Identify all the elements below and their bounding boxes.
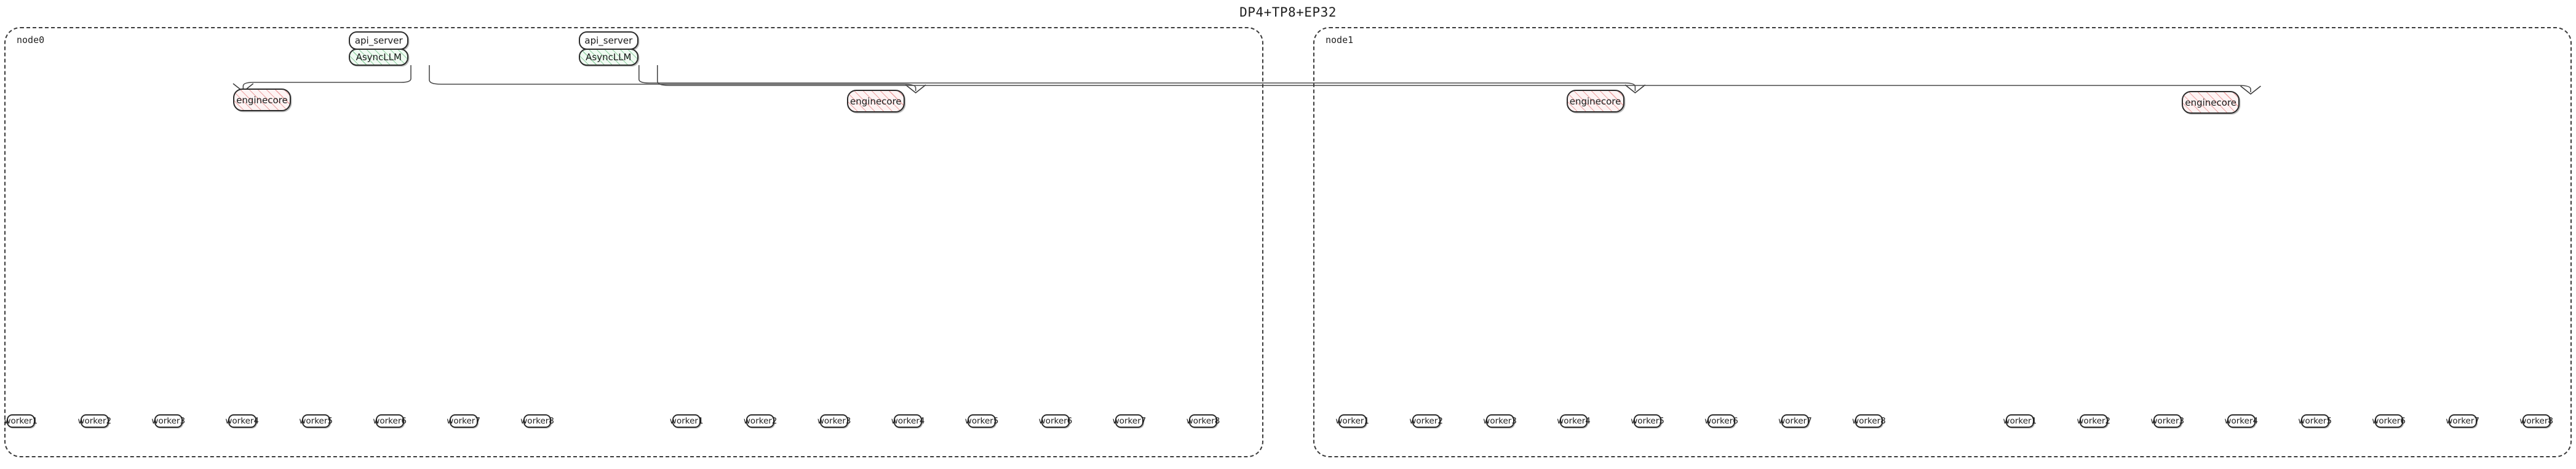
worker-box[interactable]: worker1 [670, 414, 704, 428]
enginecore-box-n0-2[interactable]: enginecore [846, 90, 905, 112]
worker-box[interactable]: worker4 [2224, 414, 2258, 428]
enginecore-box-n1-1[interactable]: enginecore [1566, 90, 1624, 112]
worker-box[interactable]: worker8 [1187, 414, 1220, 428]
enginecore-box-n0-1[interactable]: enginecore [233, 89, 291, 111]
worker-box[interactable]: worker2 [78, 414, 111, 428]
worker-box[interactable]: worker6 [2372, 414, 2406, 428]
worker-box[interactable]: worker2 [1409, 414, 1443, 428]
asyncllm-box-n0-2[interactable]: AsyncLLM [578, 49, 638, 66]
worker-box[interactable]: worker3 [817, 414, 851, 428]
worker-box[interactable]: worker5 [965, 414, 998, 428]
worker-box[interactable]: worker5 [299, 414, 333, 428]
worker-box[interactable]: worker3 [151, 414, 185, 428]
worker-box[interactable]: worker2 [744, 414, 777, 428]
worker-box[interactable]: worker6 [373, 414, 407, 428]
node-label-node0: node0 [17, 34, 45, 45]
worker-box[interactable]: worker8 [2519, 414, 2553, 428]
worker-box[interactable]: worker7 [2446, 414, 2479, 428]
worker-box[interactable]: worker4 [1557, 414, 1591, 428]
worker-box[interactable]: worker4 [225, 414, 259, 428]
node-container-node1: node1 [1313, 27, 2572, 457]
worker-box[interactable]: worker6 [1039, 414, 1072, 428]
worker-box[interactable]: worker8 [1852, 414, 1886, 428]
page-title: DP4+TP8+EP32 [1239, 5, 1337, 20]
node-label-node1: node1 [1326, 34, 1354, 45]
worker-box[interactable]: worker3 [2150, 414, 2184, 428]
worker-box[interactable]: worker7 [1113, 414, 1146, 428]
asyncllm-box-n0-1[interactable]: AsyncLLM [349, 49, 409, 66]
worker-box[interactable]: worker6 [1704, 414, 1738, 428]
worker-box[interactable]: worker4 [891, 414, 924, 428]
worker-box[interactable]: worker5 [1631, 414, 1664, 428]
worker-box[interactable]: worker5 [2298, 414, 2332, 428]
node-container-node0: node0 [4, 27, 1263, 457]
api-server-box-n0-1[interactable]: api_server [349, 31, 409, 50]
worker-box[interactable]: worker8 [520, 414, 554, 428]
api-server-box-n0-2[interactable]: api_server [578, 31, 638, 50]
worker-box[interactable]: worker3 [1483, 414, 1517, 428]
worker-box[interactable]: worker1 [2003, 414, 2037, 428]
worker-box[interactable]: worker7 [1778, 414, 1812, 428]
worker-box[interactable]: worker1 [4, 414, 38, 428]
worker-box[interactable]: worker2 [2077, 414, 2110, 428]
worker-box[interactable]: worker1 [1335, 414, 1369, 428]
worker-box[interactable]: worker7 [447, 414, 480, 428]
enginecore-box-n1-2[interactable]: enginecore [2182, 91, 2240, 114]
